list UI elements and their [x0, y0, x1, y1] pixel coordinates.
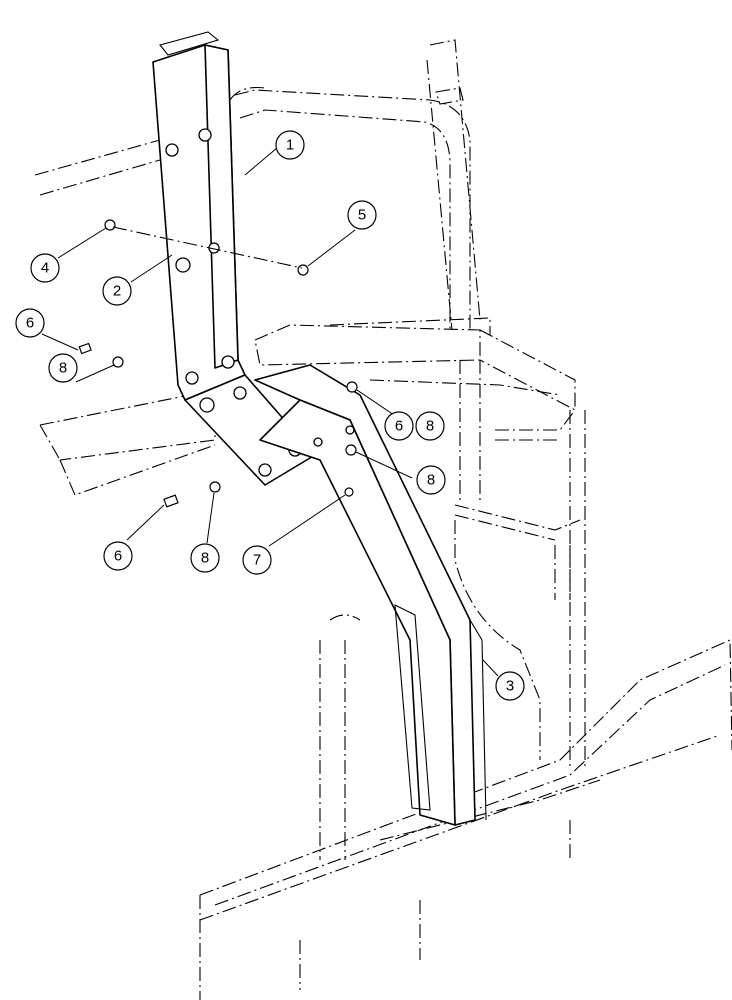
svg-text:8: 8 — [427, 472, 435, 489]
svg-text:6: 6 — [395, 418, 403, 435]
curved-leg-part — [254, 364, 487, 826]
svg-text:4: 4 — [41, 260, 49, 277]
svg-text:6: 6 — [26, 315, 34, 332]
callout-4: 4 — [30, 253, 60, 283]
callout-7: 7 — [242, 545, 272, 575]
svg-text:7: 7 — [253, 552, 261, 569]
hardware — [78, 219, 358, 508]
callout-1: 1 — [275, 130, 305, 160]
callout-3: 3 — [495, 671, 525, 701]
callout-6-lower: 6 — [103, 541, 133, 571]
svg-text:6: 6 — [114, 548, 122, 565]
svg-text:8: 8 — [59, 360, 67, 377]
leader-lines — [41, 147, 499, 677]
callout-8-right: 8 — [416, 465, 446, 495]
svg-text:3: 3 — [506, 678, 514, 695]
svg-text:2: 2 — [113, 283, 121, 300]
callout-6-center: 6 — [384, 411, 414, 441]
callout-6-upper-left: 6 — [15, 308, 45, 338]
svg-text:8: 8 — [201, 550, 209, 567]
callout-8-upper-left: 8 — [48, 353, 78, 383]
svg-text:8: 8 — [426, 418, 434, 435]
svg-text:1: 1 — [286, 137, 294, 154]
svg-text:5: 5 — [358, 207, 366, 224]
upright-bracket-part — [152, 31, 316, 486]
callout-5: 5 — [347, 200, 377, 230]
callout-2: 2 — [102, 276, 132, 306]
callout-8-center: 8 — [415, 411, 445, 441]
callout-8-lower: 8 — [190, 543, 220, 573]
